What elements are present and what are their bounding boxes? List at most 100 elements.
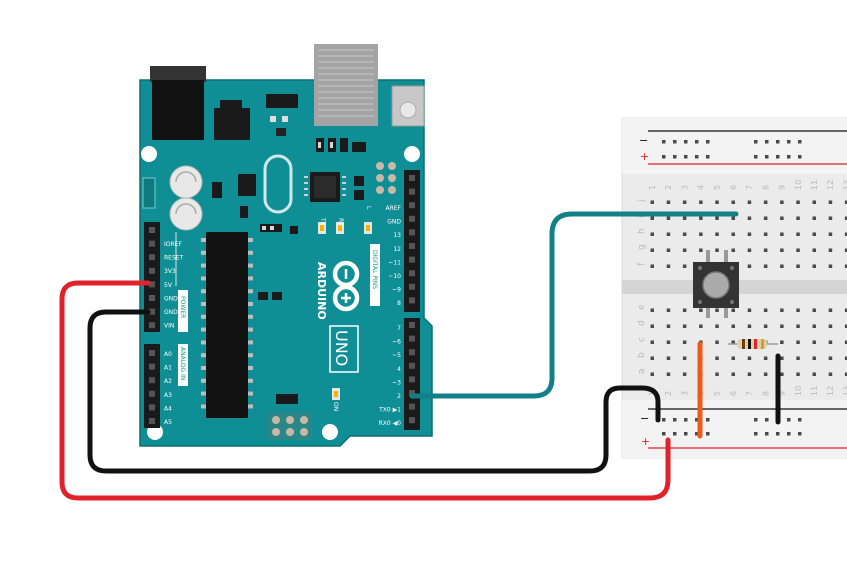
breadboard-hole xyxy=(844,248,847,252)
reset-button xyxy=(391,85,425,127)
breadboard-hole xyxy=(682,372,687,376)
column-number: 13 xyxy=(842,386,847,396)
breadboard-hole xyxy=(828,232,833,236)
header-pin xyxy=(409,322,415,328)
breadboard-hole xyxy=(650,264,654,268)
digital-pin-label: ~10 xyxy=(388,273,401,280)
mounting-hole xyxy=(404,146,420,162)
digital-pin-label: ~3 xyxy=(392,379,401,386)
analog-header xyxy=(144,344,160,428)
breadboard-hole xyxy=(780,248,784,252)
diode xyxy=(142,177,156,209)
power-pin-label: RESET xyxy=(164,255,184,262)
dc-power-jack xyxy=(150,66,206,140)
power-header xyxy=(144,222,160,332)
breadboard-hole xyxy=(747,264,752,268)
crystal-oscillator xyxy=(263,154,293,214)
chip-pin xyxy=(248,340,253,345)
rail-hole xyxy=(662,140,666,144)
breadboard-hole xyxy=(666,200,671,204)
row-letter: h xyxy=(637,228,647,234)
analog-pin-label: A5 xyxy=(164,419,172,426)
rail-hole xyxy=(776,432,780,436)
chip-pin xyxy=(201,276,206,281)
digital-pin-label: AREF xyxy=(385,205,401,212)
power-pin-label: IOREF xyxy=(164,241,182,248)
power-pin-label: VIN xyxy=(164,323,174,330)
voltage-regulator xyxy=(214,108,250,140)
breadboard-hole xyxy=(731,232,735,236)
analog-pin-label: A3 xyxy=(164,392,172,399)
rail-hole xyxy=(684,418,688,422)
chip-pin xyxy=(201,353,206,358)
breadboard-hole xyxy=(828,324,833,328)
breadboard-hole xyxy=(780,216,784,220)
breadboard-hole xyxy=(699,232,703,236)
digital-pin-label: 7 xyxy=(397,325,401,332)
breadboard-hole xyxy=(812,248,816,252)
breadboard-hole xyxy=(715,248,719,252)
header-pin xyxy=(149,350,155,356)
breadboard-hole xyxy=(796,200,800,204)
header-pin xyxy=(149,363,155,370)
breadboard-hole xyxy=(682,264,687,268)
header-pin xyxy=(149,390,155,397)
breadboard-hole xyxy=(812,340,816,344)
breadboard-hole xyxy=(650,248,654,252)
row-letter: g xyxy=(637,244,647,250)
digital-pin-label: ~9 xyxy=(392,287,401,294)
breadboard-hole xyxy=(796,216,800,220)
analog-pin-label: A4 xyxy=(164,405,172,412)
breadboard-hole xyxy=(682,356,687,360)
breadboard-hole xyxy=(844,308,847,312)
header-pin xyxy=(149,308,155,315)
digital-pin-label: 4 xyxy=(397,366,401,373)
smd-component xyxy=(266,94,298,108)
rail-hole xyxy=(684,432,688,436)
row-letter: f xyxy=(637,262,647,266)
chip-pin xyxy=(201,302,206,306)
rail-hole xyxy=(695,155,699,159)
rail-hole xyxy=(673,432,677,436)
terminal-holes xyxy=(650,200,847,376)
analog-pin-label: A0 xyxy=(164,351,172,358)
breadboard-hole xyxy=(763,324,768,328)
breadboard-hole xyxy=(828,356,833,360)
chip-pin xyxy=(248,314,253,319)
chip-pin xyxy=(248,302,253,306)
analog-section-label: ANALOG IN xyxy=(179,347,186,380)
power-pin-label: 5V xyxy=(164,282,173,289)
breadboard-hole xyxy=(650,216,654,220)
chip-pin xyxy=(201,263,206,268)
chip-pin xyxy=(201,404,206,409)
column-number: 12 xyxy=(826,386,835,396)
rail-plus-label: + xyxy=(640,150,649,163)
row-letter: b xyxy=(637,352,647,358)
rail-hole xyxy=(787,418,791,422)
chip-pin xyxy=(201,314,206,319)
header-pin xyxy=(409,270,415,277)
breadboard-hole xyxy=(731,356,735,360)
rail-hole xyxy=(787,140,791,144)
breadboard-hole xyxy=(715,324,719,328)
breadboard-hole xyxy=(796,372,800,376)
breadboard-hole xyxy=(666,264,671,268)
breadboard-hole xyxy=(812,356,816,360)
breadboard-hole xyxy=(796,340,800,344)
breadboard-hole xyxy=(715,372,719,376)
row-letter: d xyxy=(637,320,647,326)
column-number: 5 xyxy=(713,391,722,396)
breadboard-hole xyxy=(682,248,687,252)
breadboard-hole xyxy=(763,372,768,376)
header-pin xyxy=(409,349,415,356)
rail-hole xyxy=(706,418,710,422)
breadboard-hole xyxy=(682,232,687,236)
header-pin xyxy=(409,417,415,424)
breadboard-hole xyxy=(699,200,703,204)
brand-name: ARDUINO xyxy=(315,262,328,320)
on-led-label: ON xyxy=(332,402,339,411)
breadboard-hole xyxy=(747,308,752,312)
